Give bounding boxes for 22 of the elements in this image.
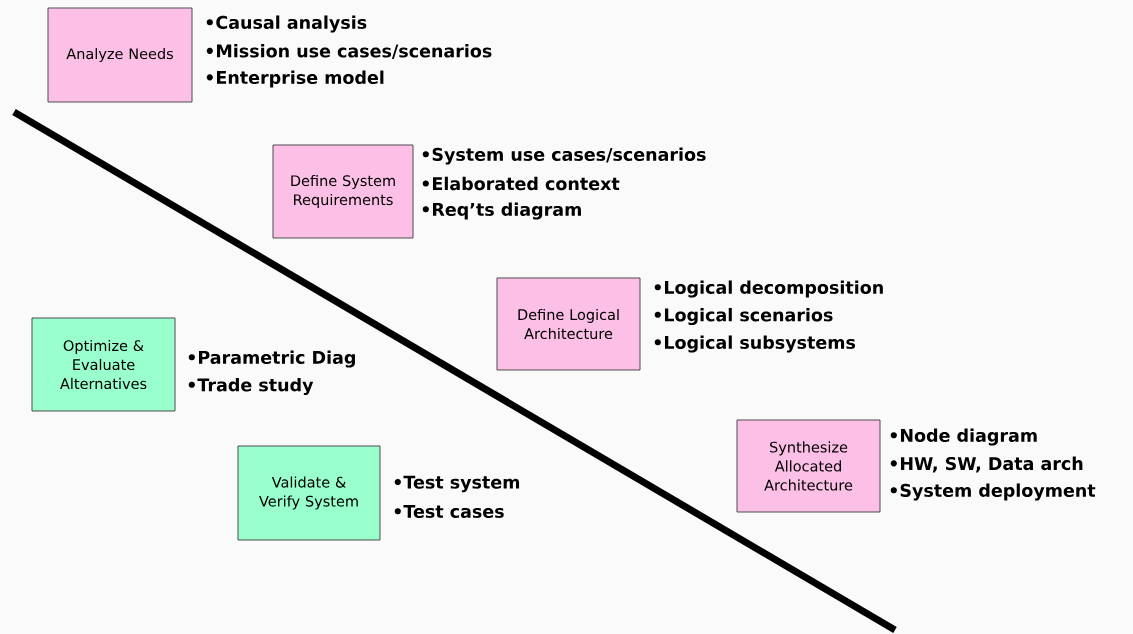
process-box: Define Logical Architecture: [496, 277, 641, 371]
bullet-item: •Enterprise model: [206, 70, 384, 88]
bullet-item: •Causal analysis: [206, 15, 367, 33]
bullet-item: •Logical subsystems: [654, 335, 856, 353]
bullet-item: •HW, SW, Data arch: [890, 456, 1083, 473]
bullet-item: •Req’ts diagram: [422, 202, 581, 220]
process-box: Synthesize Allocated Architecture: [736, 419, 881, 513]
process-box: Validate & Verify System: [237, 445, 381, 541]
process-box: Analyze Needs: [47, 7, 193, 103]
bullet-item: •System use cases/scenarios: [422, 147, 706, 165]
bullet-item: •System deployment: [890, 483, 1096, 501]
process-box: Define System Requirements: [272, 144, 414, 239]
bullet-item: •Trade study: [188, 377, 314, 396]
bullet-item: •Mission use cases/scenarios: [206, 44, 492, 59]
bullet-item: •Test system: [394, 475, 520, 493]
bullet-item: •Logical scenarios: [654, 307, 833, 326]
process-box: Optimize & Evaluate Alternatives: [31, 317, 176, 412]
bullet-item: •Logical decomposition: [654, 280, 883, 298]
bullet-item: •Test cases: [394, 505, 504, 518]
bullet-item: •Elaborated context: [422, 176, 620, 191]
bullet-item: •Parametric Diag: [188, 350, 355, 368]
bullet-item: •Node diagram: [890, 428, 1037, 446]
